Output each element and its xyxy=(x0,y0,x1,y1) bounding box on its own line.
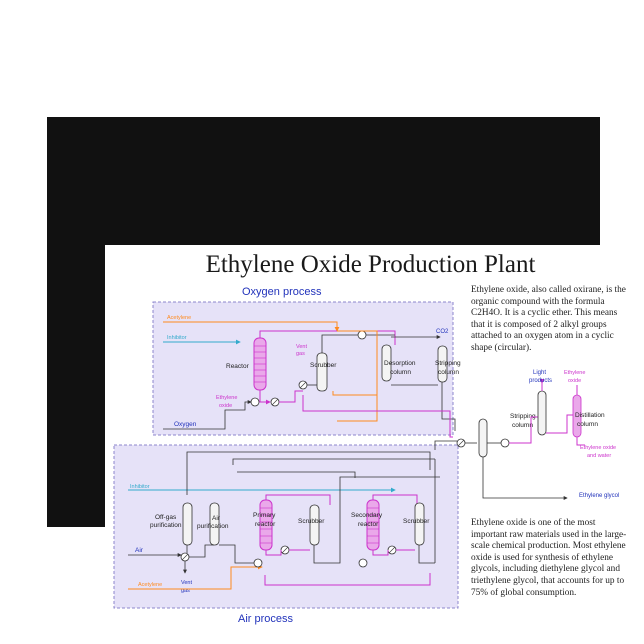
description-paragraph-1: Ethylene oxide, also called oxirane, is … xyxy=(471,285,626,353)
product-pump xyxy=(500,438,510,448)
light-products-label-1: Light xyxy=(533,370,546,376)
acetylene-line-oxygen xyxy=(163,321,340,332)
stripping-label-product-2: column xyxy=(512,422,533,429)
description-paragraph-2: Ethylene oxide is one of the most import… xyxy=(471,518,627,598)
stripping-label-product-1: Stripping xyxy=(510,413,536,420)
primary-outlet xyxy=(265,550,282,556)
air-magenta-main xyxy=(264,573,431,586)
primary-hx-1 xyxy=(253,558,263,568)
vent-gas-label-2: gas xyxy=(296,351,305,357)
process-flow-diagram: Oxygen process Air process Acetylene Inh… xyxy=(113,286,619,625)
line-to-hx2 xyxy=(279,390,303,403)
compressor-2 xyxy=(357,330,367,340)
inhibitor-label-air: Inhibitor xyxy=(130,484,150,490)
offgas-column xyxy=(182,502,193,546)
air-purification-column xyxy=(209,502,220,546)
reactor-label: Reactor xyxy=(226,363,250,370)
vent-gas-label-1: Vent xyxy=(296,344,307,350)
oxygen-process-panel xyxy=(152,301,454,436)
line-oxygen-to-product xyxy=(441,382,456,431)
light-products-column xyxy=(537,390,547,436)
offgas-label-1: Off-gas xyxy=(155,514,177,521)
primary-reactor-label-1: Primary xyxy=(253,512,276,519)
line-product-magenta-1 xyxy=(509,416,543,444)
offgas-label-2: purification xyxy=(150,522,182,529)
distillation-label-1: Distillation xyxy=(575,412,605,419)
light-products-label-2: products xyxy=(529,378,552,384)
line-lightproducts-to-distill xyxy=(546,414,573,434)
eo-top-label-2: oxide xyxy=(568,378,581,384)
eo-water-label-1: Ethylene oxide xyxy=(580,445,616,451)
air-top-line-1 xyxy=(186,451,431,495)
vent-gas-air-label-2: gas xyxy=(181,588,190,594)
oxygen-label: Oxygen xyxy=(174,421,197,428)
scrubber-air-2-label: Scrubber xyxy=(403,518,430,525)
scrubber2-bottom xyxy=(418,545,435,564)
acetylene-label-air: Acetylene xyxy=(138,582,162,588)
oxygen-process-title: Oxygen process xyxy=(242,286,322,298)
canvas-frame: Ethylene Oxide Production Plant Oxygen p… xyxy=(47,117,636,634)
scrubber1-bottom-loop xyxy=(313,476,440,564)
line-magenta-to-product xyxy=(302,395,453,438)
ethylene-glycol-line xyxy=(482,457,568,500)
ethylene-glycol-label: Ethylene glycol xyxy=(579,493,619,499)
co2-label: CO2 xyxy=(436,329,449,335)
stripping-column-product xyxy=(478,418,488,458)
acetylene-label-oxygen: Acetylene xyxy=(167,315,191,321)
stripping-label-oxygen-2: column xyxy=(438,369,459,376)
line-scrubber-top xyxy=(321,334,358,353)
air-process-title: Air process xyxy=(238,613,294,625)
secondary-reactor-label-1: Secondary xyxy=(351,512,383,519)
scrubber-air-1 xyxy=(309,504,320,546)
line-to-primary xyxy=(219,544,254,564)
poster: Ethylene Oxide Production Plant Oxygen p… xyxy=(105,245,636,634)
reactor-outlet-line xyxy=(259,390,271,405)
air-top-line-2 xyxy=(232,458,435,465)
secondary-magenta-loop xyxy=(372,494,418,505)
inhibitor-label-oxygen: Inhibitor xyxy=(167,335,187,341)
desorption-label-2: column xyxy=(390,369,411,376)
air-label: Air xyxy=(135,547,144,554)
scrubber-oxygen xyxy=(316,352,328,392)
acetylene-line-air xyxy=(128,564,263,590)
air-top-line-3 xyxy=(237,471,356,478)
scrubber-air-2 xyxy=(414,502,425,546)
air-purification-label-2: purification xyxy=(197,523,229,530)
orange-line-down xyxy=(337,395,378,422)
scrubber-label-oxygen: Scrubber xyxy=(310,362,337,369)
ethylene-oxide-label-2: oxide xyxy=(219,403,232,409)
line-eo-water xyxy=(576,437,585,446)
heat-exchanger-1 xyxy=(250,397,260,407)
desorption-label-1: Desorption xyxy=(384,360,416,367)
scrubber-air-1-label: Scrubber xyxy=(298,518,325,525)
line-air-to-purification xyxy=(189,544,214,558)
eo-water-label-2: and water xyxy=(587,453,611,459)
air-to-product-connector xyxy=(434,440,457,450)
stripping-label-oxygen-1: Stripping xyxy=(435,360,461,367)
secondary-reactor-label-2: reactor xyxy=(358,521,379,528)
recycle-line-magenta-top xyxy=(259,330,396,345)
vent-gas-air-label-1: Vent xyxy=(181,580,192,586)
primary-magenta-loop xyxy=(265,494,331,505)
air-purification-label-1: Air xyxy=(212,515,221,522)
secondary-hx-1 xyxy=(358,558,368,568)
stripping-column-oxygen xyxy=(437,345,448,383)
distillation-label-2: column xyxy=(577,421,598,428)
poster-title: Ethylene Oxide Production Plant xyxy=(205,251,536,278)
primary-reactor-label-2: reactor xyxy=(255,521,276,528)
ethylene-oxide-label-1: Ethylene xyxy=(216,395,237,401)
eo-top-label-1: Ethylene xyxy=(564,370,585,376)
secondary-outlet xyxy=(372,550,389,556)
oxygen-line xyxy=(163,400,252,430)
desorption-column xyxy=(381,344,392,382)
